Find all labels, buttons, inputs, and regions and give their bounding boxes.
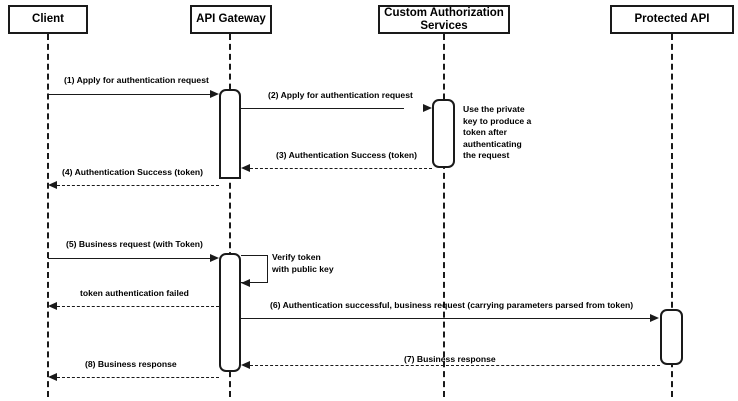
message-label-7: (7) Business response — [404, 354, 496, 364]
message-line-1 — [48, 94, 211, 95]
note-private-key: Use the private key to produce a token a… — [463, 104, 532, 160]
self-message-loop-verify-token — [241, 255, 268, 283]
message-arrowhead-8 — [48, 373, 57, 381]
message-label-5: (5) Business request (with Token) — [66, 239, 203, 249]
message-line-4 — [57, 185, 219, 186]
message-arrowhead-5 — [210, 254, 219, 262]
message-arrowhead-2 — [423, 104, 432, 112]
message-arrowhead-6 — [650, 314, 659, 322]
message-line-3 — [250, 168, 432, 169]
participant-label-client: Client — [32, 13, 64, 25]
activation-protected-api — [660, 309, 683, 365]
message-label-6: (6) Authentication successful, business … — [270, 300, 634, 310]
participant-box-client[interactable]: Client — [8, 5, 88, 34]
message-arrowhead-4 — [48, 181, 57, 189]
lifeline-protected-api — [671, 34, 673, 397]
message-line-token-authentication-failed — [57, 306, 219, 307]
lifeline-custom-authorization-services — [443, 34, 445, 397]
message-label-8: (8) Business response — [85, 359, 177, 369]
message-arrowhead-token-authentication-failed — [48, 302, 57, 310]
message-label-1: (1) Apply for authentication request — [64, 75, 209, 85]
lifeline-api-gateway — [229, 34, 231, 397]
message-line-8 — [57, 377, 219, 378]
message-label-token-authentication-failed: token authentication failed — [80, 288, 189, 298]
participant-box-api-gateway[interactable]: API Gateway — [190, 5, 272, 34]
message-line-5 — [48, 258, 211, 259]
participant-label-api-gateway: API Gateway — [196, 13, 266, 25]
participant-label-protected-api: Protected API — [634, 13, 710, 25]
activation-api-gateway-business — [219, 253, 241, 372]
message-arrowhead-3 — [241, 164, 250, 172]
lifeline-client — [47, 34, 49, 397]
activation-api-gateway-auth — [219, 89, 241, 179]
participant-box-custom-authorization-services[interactable]: Custom Authorization Services — [378, 5, 510, 34]
self-message-label-verify-token-line1: Verify token — [272, 252, 321, 262]
message-label-3: (3) Authentication Success (token) — [276, 150, 418, 160]
message-arrowhead-7 — [241, 361, 250, 369]
message-label-4: (4) Authentication Success (token) — [62, 167, 204, 177]
activation-auth-services — [432, 99, 455, 168]
message-arrowhead-1 — [210, 90, 219, 98]
participant-label-custom-authorization-services: Custom Authorization Services — [384, 6, 504, 32]
message-line-7 — [250, 365, 660, 366]
message-line-2 — [241, 108, 404, 109]
message-label-2: (2) Apply for authentication request — [268, 90, 413, 100]
self-message-arrowhead-verify-token — [241, 278, 250, 287]
participant-box-protected-api[interactable]: Protected API — [610, 5, 734, 34]
message-line-6 — [241, 318, 651, 319]
self-message-label-verify-token-line2: with public key — [272, 264, 334, 274]
